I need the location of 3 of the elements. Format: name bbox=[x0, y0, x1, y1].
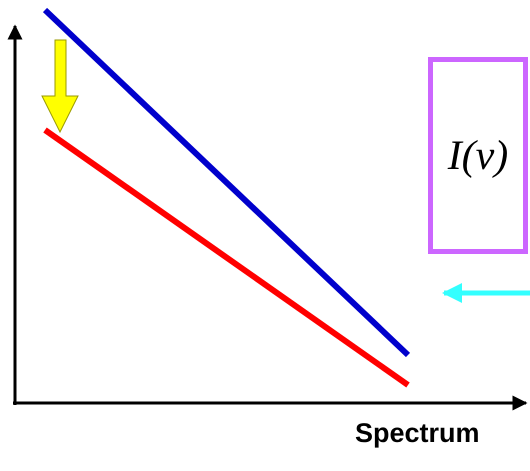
axis-label: Spectrum bbox=[355, 420, 480, 447]
formula: I(ν) bbox=[448, 134, 508, 176]
formula-box bbox=[428, 57, 528, 254]
